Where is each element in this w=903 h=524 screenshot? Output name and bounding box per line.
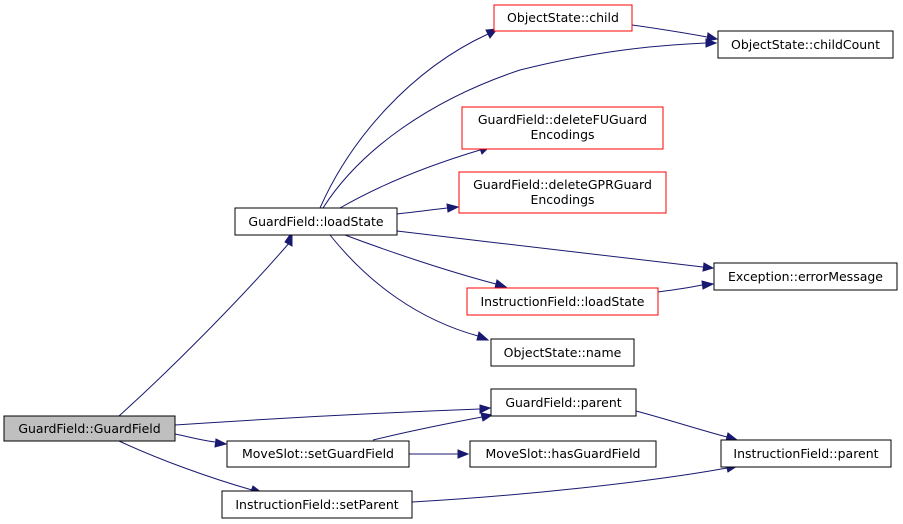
node-guardfield-parent[interactable]: GuardField::parent <box>490 388 637 417</box>
node-guardfield-deletegprguard[interactable]: GuardField::deleteGPRGuard Encodings <box>458 171 667 214</box>
edge-moveslot-setguardfield-to-moveslot-hasguardfield <box>408 449 470 459</box>
node-instructionfield-setparent[interactable]: InstructionField::setParent <box>221 490 413 519</box>
node-label-objectstate-name: ObjectState::name <box>504 345 622 360</box>
node-label-guardfield-deletegprguard-line2: Encodings <box>530 192 594 207</box>
node-label-guardfield-deletegprguard-line1: GuardField::deleteGPRGuard <box>473 177 652 192</box>
edge-guardfield-guardfield-to-moveslot-setguardfield <box>174 433 228 448</box>
node-instructionfield-loadstate[interactable]: InstructionField::loadState <box>466 287 659 316</box>
edge-moveslot-setguardfield-to-guardfield-parent <box>372 412 494 441</box>
node-label-exception-errormessage: Exception::errorMessage <box>728 269 883 284</box>
nodes-layer: GuardField::GuardField GuardField::loadS… <box>3 4 898 519</box>
edge-objectstate-child-to-objectstate-childcount <box>631 24 719 42</box>
node-exception-errormessage[interactable]: Exception::errorMessage <box>713 262 898 291</box>
edge-guardfield-loadstate-to-exception-errormessage <box>396 230 715 272</box>
edge-guardfield-parent-to-instructionfield-parent <box>635 410 739 442</box>
edges-layer <box>118 24 739 503</box>
edge-guardfield-loadstate-to-guardfield-deletegprguard <box>396 203 460 215</box>
node-label-objectstate-childcount: ObjectState::childCount <box>731 37 880 52</box>
node-objectstate-name[interactable]: ObjectState::name <box>490 338 635 367</box>
node-objectstate-child[interactable]: ObjectState::child <box>493 4 633 32</box>
node-guardfield-guardfield[interactable]: GuardField::GuardField <box>3 415 176 442</box>
edge-instructionfield-setparent-to-instructionfield-parent <box>411 463 739 503</box>
node-instructionfield-parent[interactable]: InstructionField::parent <box>720 439 892 468</box>
node-label-guardfield-guardfield: GuardField::GuardField <box>18 421 160 436</box>
node-label-guardfield-deletefuguard-line2: Encodings <box>530 127 594 142</box>
edge-guardfield-loadstate-to-instructionfield-loadstate <box>344 234 508 289</box>
node-objectstate-childcount[interactable]: ObjectState::childCount <box>717 30 894 59</box>
node-label-moveslot-hasguardfield: MoveSlot::hasGuardField <box>486 446 641 461</box>
node-label-objectstate-child: ObjectState::child <box>507 10 619 25</box>
node-label-instructionfield-parent: InstructionField::parent <box>733 446 878 461</box>
edge-guardfield-guardfield-to-guardfield-parent <box>174 404 492 426</box>
node-moveslot-hasguardfield[interactable]: MoveSlot::hasGuardField <box>469 440 657 468</box>
node-label-instructionfield-loadstate: InstructionField::loadState <box>481 294 645 309</box>
node-label-moveslot-setguardfield: MoveSlot::setGuardField <box>242 446 394 461</box>
node-guardfield-deletefuguard[interactable]: GuardField::deleteFUGuard Encodings <box>461 106 664 150</box>
node-guardfield-loadstate[interactable]: GuardField::loadState <box>234 207 398 236</box>
node-label-guardfield-deletefuguard-line1: GuardField::deleteFUGuard <box>478 112 647 127</box>
node-label-instructionfield-setparent: InstructionField::setParent <box>235 497 398 512</box>
node-label-guardfield-parent: GuardField::parent <box>505 395 621 410</box>
node-label-guardfield-loadstate: GuardField::loadState <box>248 214 384 229</box>
edge-guardfield-guardfield-to-guardfield-loadstate <box>118 230 293 417</box>
node-moveslot-setguardfield[interactable]: MoveSlot::setGuardField <box>226 440 410 468</box>
edge-guardfield-loadstate-to-objectstate-name <box>329 234 490 341</box>
edge-instructionfield-loadstate-to-exception-errormessage <box>657 280 715 293</box>
